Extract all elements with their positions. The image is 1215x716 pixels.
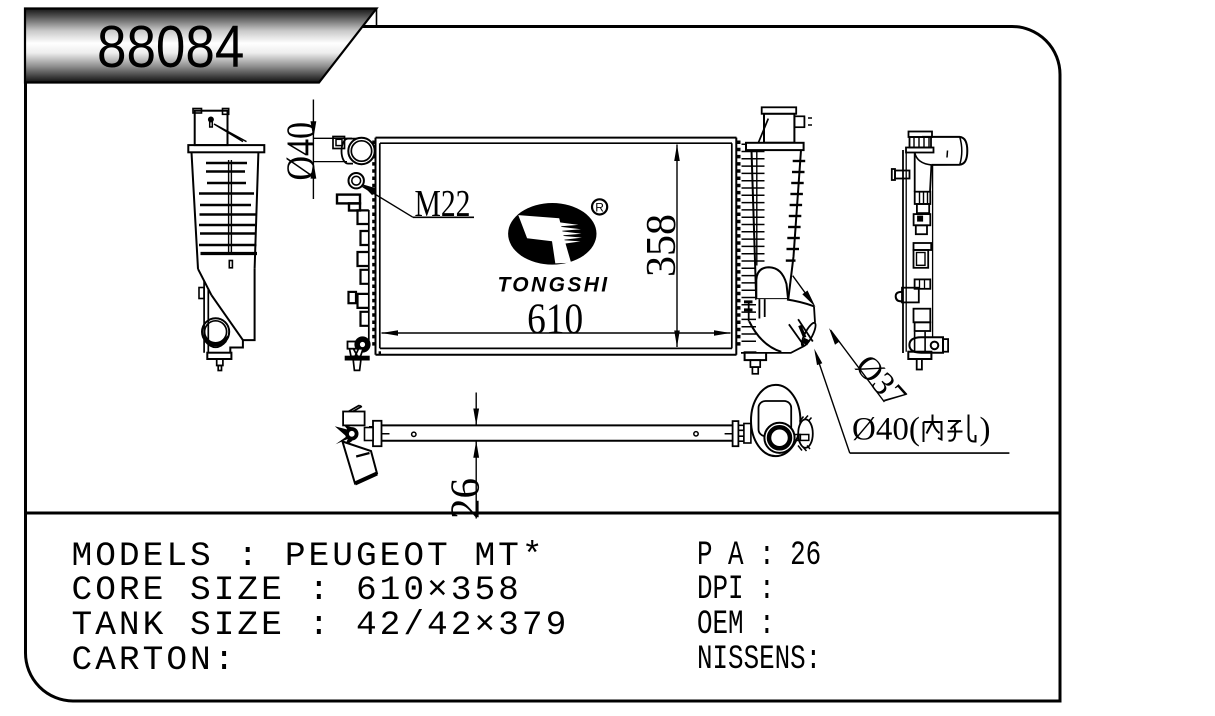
svg-text:P A : 26: P A : 26 bbox=[697, 537, 821, 575]
svg-text:R: R bbox=[595, 200, 604, 214]
svg-text:Ø40: Ø40 bbox=[279, 122, 323, 181]
svg-text:): ) bbox=[980, 412, 991, 448]
svg-text:CARTON:: CARTON: bbox=[72, 641, 238, 680]
svg-text:MODELS : PEUGEOT MT*: MODELS : PEUGEOT MT* bbox=[72, 537, 546, 576]
svg-text:M22: M22 bbox=[415, 183, 471, 224]
svg-text:Ø40(: Ø40( bbox=[852, 412, 920, 448]
svg-text:OEM :: OEM : bbox=[697, 606, 775, 644]
svg-text:26: 26 bbox=[442, 478, 488, 519]
svg-text:CORE SIZE : 610×358: CORE SIZE : 610×358 bbox=[72, 571, 522, 610]
svg-text:TONGSHI: TONGSHI bbox=[497, 274, 609, 297]
svg-text:DPI :: DPI : bbox=[697, 571, 775, 609]
svg-text:TANK SIZE : 42/42×379: TANK SIZE : 42/42×379 bbox=[72, 606, 570, 645]
svg-text:358: 358 bbox=[639, 214, 685, 277]
svg-text:610: 610 bbox=[527, 295, 583, 343]
svg-text:NISSENS:: NISSENS: bbox=[697, 641, 821, 679]
svg-text:88084: 88084 bbox=[97, 13, 244, 79]
